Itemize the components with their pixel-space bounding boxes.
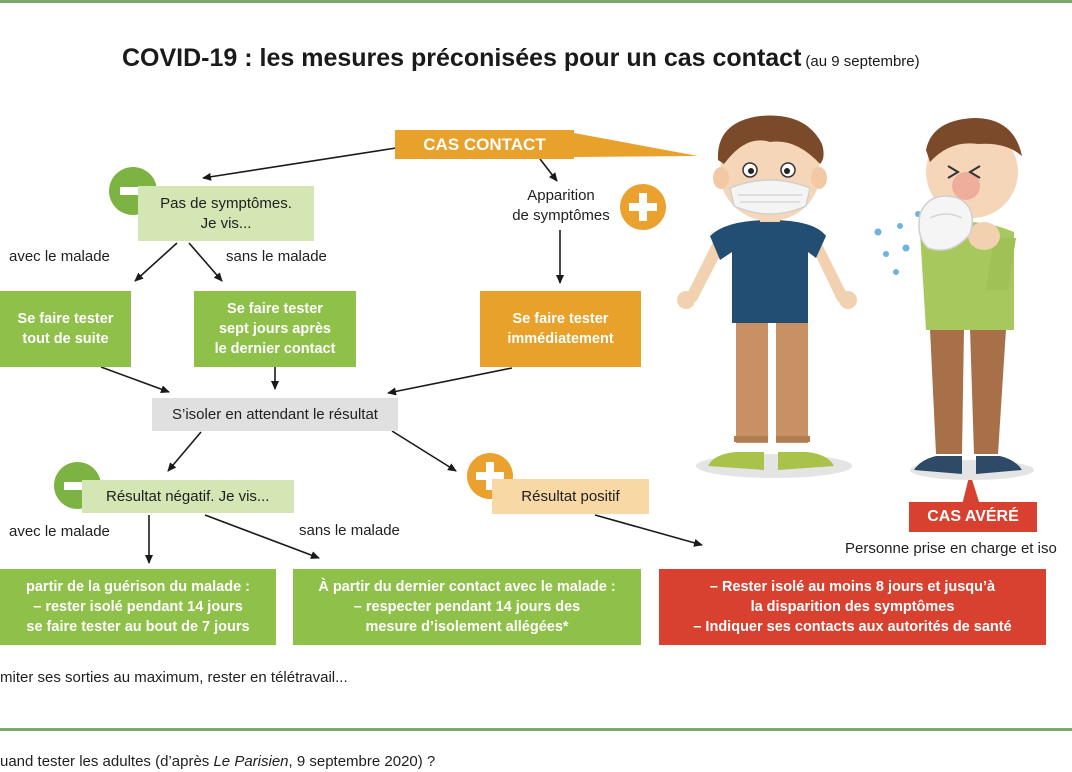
arrow-testimm-to-isolate	[387, 367, 513, 396]
page-title: COVID-19 : les mesures préconisées pour …	[122, 44, 920, 73]
test-immediate-box: Se faire tester immédiatement	[480, 291, 641, 367]
title-main: COVID-19 : les mesures préconisées pour …	[122, 44, 802, 72]
top-rule	[0, 0, 1072, 3]
cas-contact-pointer	[574, 133, 698, 157]
measures-positive-box: – Rester isolé au moins 8 jours et jusqu…	[659, 569, 1046, 645]
result-positive-box: Résultat positif	[492, 479, 649, 514]
label-sans-malade-2: sans le malade	[299, 522, 400, 539]
isolate-wait-box: S’isoler en attendant le résultat	[152, 398, 398, 431]
apparition-label: Apparition de symptômes	[512, 187, 610, 224]
measures-without-patient-box: À partir du dernier contact avec le mala…	[293, 569, 641, 645]
arrow-to-box-c	[594, 514, 703, 547]
arrow-testnow-to-isolate	[100, 366, 170, 393]
arrow-to-box-b	[204, 514, 320, 559]
cas-contact-box: CAS CONTACT	[395, 130, 574, 159]
bottom-rule	[0, 728, 1072, 731]
arrow-to-apparition	[539, 158, 558, 182]
label-sans-malade-1: sans le malade	[226, 248, 327, 265]
label-avec-malade-1: avec le malade	[9, 248, 110, 265]
question-caption: uand tester les adultes (d’après Le Pari…	[0, 753, 436, 770]
measures-with-patient-box: partir de la guérison du malade : – rest…	[0, 569, 276, 645]
label-avec-malade-2: avec le malade	[9, 523, 110, 540]
arrow-to-negatif	[167, 431, 202, 472]
plus-icon	[620, 184, 666, 230]
title-date: (au 9 septembre)	[805, 53, 920, 70]
result-negative-box: Résultat négatif. Je vis...	[82, 480, 294, 513]
arrow-to-test-now	[134, 242, 178, 282]
masked-person-illustration	[677, 115, 857, 478]
no-symptoms-box: Pas de symptômes. Je vis...	[138, 186, 314, 241]
footnote: miter ses sorties au maximum, rester en …	[0, 669, 348, 686]
arrow-to-no-symptoms	[202, 147, 397, 181]
cas-avere-box: CAS AVÉRÉ	[909, 502, 1037, 532]
test-7-days-box: Se faire tester sept jours après le dern…	[194, 291, 356, 367]
test-now-box: Se faire tester tout de suite	[0, 291, 131, 367]
arrow-to-positif	[391, 430, 457, 472]
cas-avere-pointer	[962, 473, 980, 505]
sick-person-illustration	[874, 118, 1034, 480]
arrow-to-test-7	[188, 242, 223, 282]
prise-en-charge-label: Personne prise en charge et iso	[845, 540, 1057, 557]
